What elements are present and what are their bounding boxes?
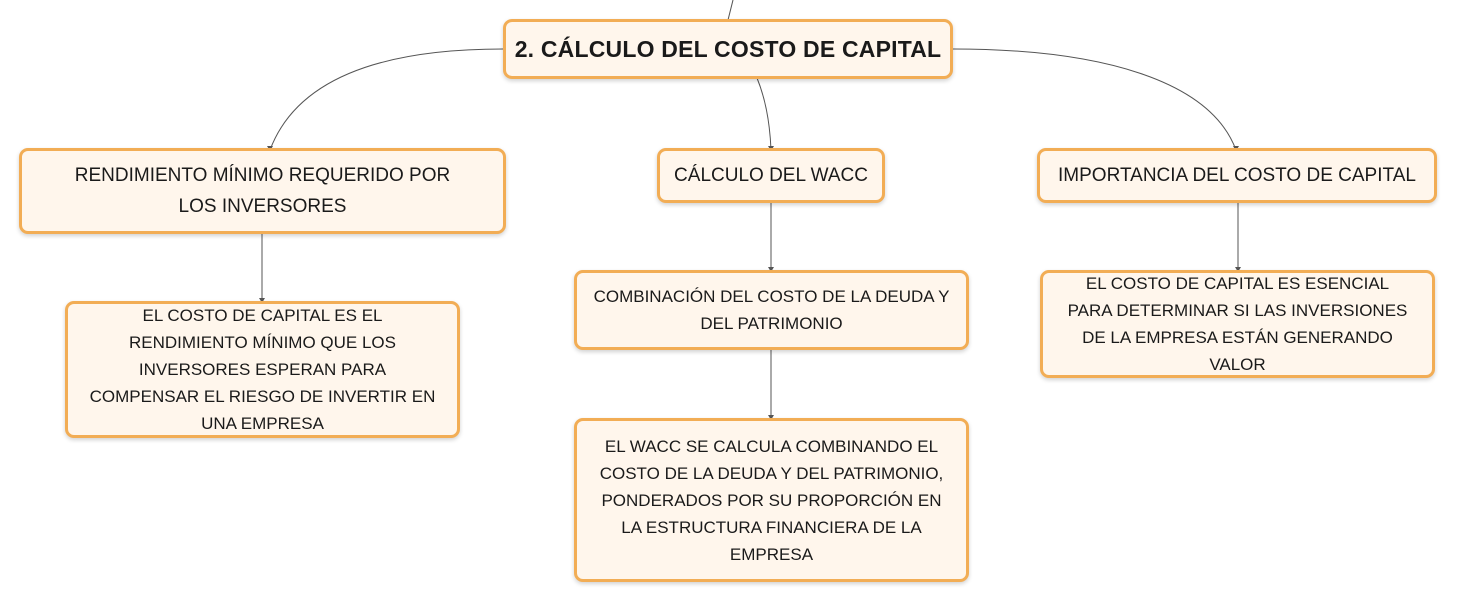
leaf-node-label: EL COSTO DE CAPITAL ES ESENCIAL PARA DET… xyxy=(1067,274,1408,374)
branch-node-rendimiento-minimo[interactable]: RENDIMIENTO MÍNIMO REQUERIDO POR LOS INV… xyxy=(19,148,506,234)
branch-node-label: IMPORTANCIA DEL COSTO DE CAPITAL xyxy=(1058,165,1416,186)
child-node-label: COMBINACIÓN DEL COSTO DE LA DEUDA Y DEL … xyxy=(593,287,950,333)
leaf-node-formula-wacc[interactable]: EL WACC SE CALCULA COMBINANDO EL COSTO D… xyxy=(574,418,969,582)
leaf-node-definicion-costo-capital[interactable]: EL COSTO DE CAPITAL ES EL RENDIMIENTO MÍ… xyxy=(65,301,460,438)
root-node[interactable]: 2. CÁLCULO DEL COSTO DE CAPITAL xyxy=(503,19,953,79)
branch-node-label: CÁLCULO DEL WACC xyxy=(674,165,868,186)
connector-parent-to-root xyxy=(727,0,734,21)
connector-root-to-branch-2 xyxy=(756,77,772,151)
leaf-node-label: EL WACC SE CALCULA COMBINANDO EL COSTO D… xyxy=(599,436,944,564)
branch-node-label: RENDIMIENTO MÍNIMO REQUERIDO POR LOS INV… xyxy=(74,165,451,217)
leaf-node-importancia-detalle[interactable]: EL COSTO DE CAPITAL ES ESENCIAL PARA DET… xyxy=(1040,270,1435,378)
root-node-label: 2. CÁLCULO DEL COSTO DE CAPITAL xyxy=(514,35,942,62)
child-node-combinacion-deuda-patrimonio[interactable]: COMBINACIÓN DEL COSTO DE LA DEUDA Y DEL … xyxy=(574,270,969,350)
arrow-head xyxy=(768,267,774,272)
arrow-head xyxy=(1235,267,1241,272)
branch-node-calculo-wacc[interactable]: CÁLCULO DEL WACC xyxy=(657,148,885,203)
arrow-head xyxy=(768,415,774,420)
branch-node-importancia[interactable]: IMPORTANCIA DEL COSTO DE CAPITAL xyxy=(1037,148,1437,203)
connector-root-to-branch-1 xyxy=(269,48,504,151)
arrow-head xyxy=(259,298,265,303)
connector-root-to-branch-3 xyxy=(952,48,1237,151)
leaf-node-label: EL COSTO DE CAPITAL ES EL RENDIMIENTO MÍ… xyxy=(89,306,436,433)
